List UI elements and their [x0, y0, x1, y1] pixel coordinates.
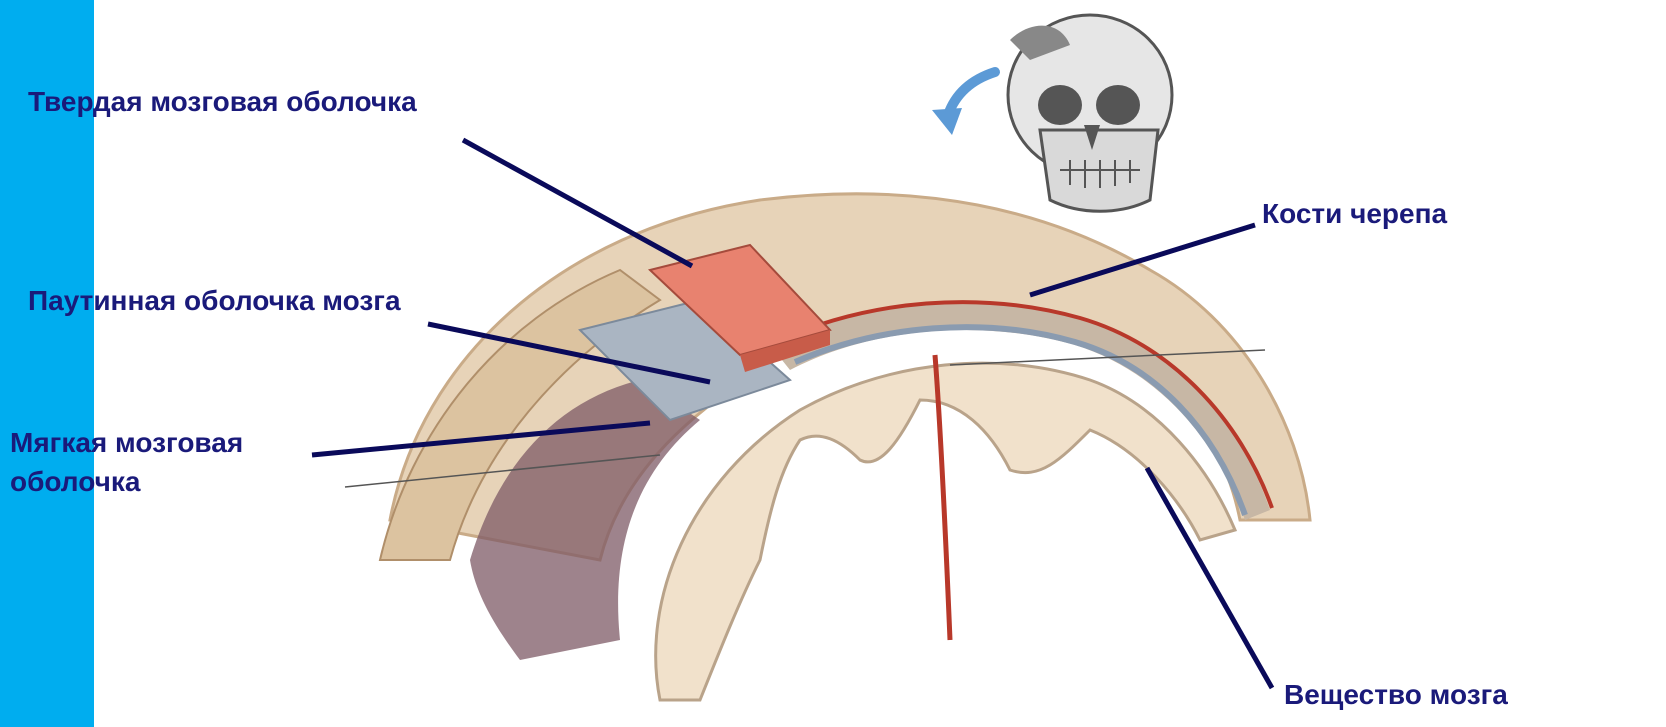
- skull-icon: [1008, 15, 1172, 211]
- label-arachnoid: Паутинная оболочка мозга: [28, 284, 401, 318]
- label-pia-line1: Мягкая мозговая: [10, 426, 243, 460]
- label-dura: Твердая мозговая оболочка: [28, 85, 417, 119]
- label-brain-matter: Вещество мозга: [1284, 678, 1508, 712]
- leader-line-dura: [463, 140, 692, 266]
- curved-arrow-icon: [932, 72, 995, 135]
- label-skull-bones: Кости черепа: [1262, 197, 1447, 231]
- label-pia-line2: оболочка: [10, 465, 140, 499]
